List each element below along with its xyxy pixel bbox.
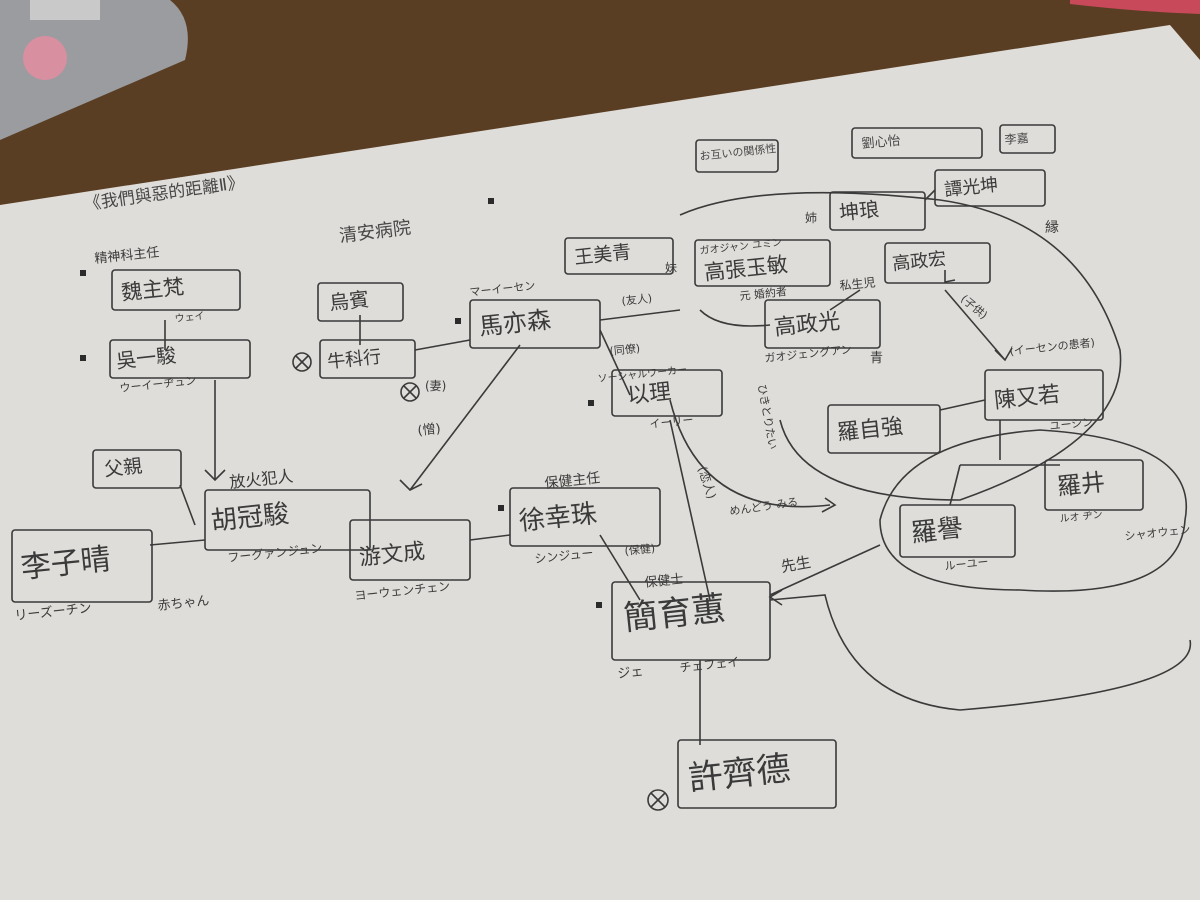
edge-line (944, 289, 1006, 361)
node-name-luojing: 羅井 (1056, 468, 1107, 501)
node-box-maying (469, 299, 601, 349)
edge-line (179, 484, 196, 526)
edge-label-youren: (友人) (621, 291, 653, 308)
node-box-lizi (11, 529, 153, 603)
node-box-liyili (611, 369, 723, 417)
deceased-marker (647, 789, 669, 811)
node-box-luojing (1044, 459, 1144, 511)
edge-label-jieshou: 元 婚約者 (739, 284, 788, 303)
edge-label-mei: 妹 (665, 261, 677, 275)
node-name-wushi: 烏賓 (328, 287, 370, 315)
bullet-mark (488, 198, 494, 204)
node-reading-luoyu: ルーユー (944, 555, 989, 573)
edge-line (669, 419, 711, 601)
edge-line (949, 464, 961, 506)
edge-label-chichan: 赤ちゃん (157, 594, 210, 614)
node-reading-liyili: イーリー (649, 413, 694, 431)
edge-label-jiejie: 姉 (805, 210, 817, 225)
edge-line (599, 329, 631, 396)
node-reading-luojing: ルオ ヂン (1059, 509, 1103, 525)
node-box-wushi (317, 282, 404, 322)
node-box-xuxinzhu (509, 487, 661, 547)
edge-label-tuo: (妻) (425, 379, 446, 393)
node-box-luoyu (899, 504, 1016, 558)
node-box-yuexiang (934, 169, 1046, 207)
node-box-niu (319, 339, 416, 379)
arrowhead (204, 469, 226, 482)
edge-label-tongshi: (同僚) (609, 342, 641, 358)
deceased-marker (400, 382, 420, 402)
node-box-jianyuhui (611, 581, 771, 661)
node-name-fuqin: 父親 (103, 455, 143, 481)
edge-line (769, 544, 881, 596)
arrowhead (399, 479, 423, 491)
node-box-youwencheng (349, 519, 471, 581)
bullet-mark (498, 505, 504, 511)
deceased-marker (292, 352, 312, 372)
towel (1070, 0, 1200, 14)
edge-line (409, 344, 521, 491)
edge-label-yuanfen: 縁 (1045, 220, 1059, 236)
node-reading-xuxinzhu: シンジュー (534, 546, 594, 566)
node-prefix-jianyuhui: ジェ (617, 664, 644, 682)
top-label-box (695, 139, 779, 173)
diagram (11, 124, 1192, 811)
deceased-marker-cross (295, 355, 309, 369)
node-reading-weishu: ウェイ (174, 310, 205, 325)
deceased-marker-cross (650, 792, 666, 808)
node-role-xuxinzhu: 保健主任 (544, 470, 601, 492)
top-block-right (999, 124, 1056, 154)
arrowhead (994, 347, 1013, 362)
edge-line (939, 399, 986, 411)
edge-line (669, 399, 831, 508)
node-name-kunjun: 坤琅 (838, 197, 880, 225)
group-outline-luo (879, 429, 1188, 592)
node-box-chenyouruo (984, 369, 1104, 421)
edge-label-baojianshi: 保健士 (644, 572, 684, 591)
laptop-corner (0, 0, 188, 140)
bullet-mark (596, 602, 602, 608)
node-box-luozi (827, 404, 941, 454)
top-block-left-label: 劉心怡 (861, 134, 901, 152)
edge-label-zeng: (憎) (417, 421, 442, 439)
edge-line (149, 539, 206, 546)
edge-line (469, 534, 511, 541)
node-box-wuyijun (109, 339, 251, 379)
edge-line (414, 339, 471, 351)
node-reading-jianyuhui: チェフェイ (679, 655, 740, 675)
node-name-liyili: 以理 (626, 380, 672, 409)
node-box-gaozhengsong (884, 242, 991, 284)
bullet-mark (80, 355, 86, 361)
node-box-gaozhengguang (764, 299, 881, 349)
bullet-mark (80, 270, 86, 276)
node-name-luoyu: 羅譽 (910, 514, 965, 549)
node-reading-chenyouruo: ユーシン (1049, 415, 1094, 433)
node-box-xuqide (677, 739, 837, 809)
edge-line (769, 594, 1192, 711)
arrowhead (821, 497, 837, 513)
edge-line (699, 309, 771, 327)
node-box-fuqin (92, 449, 182, 489)
top-block-left (851, 127, 983, 159)
laptop-sticker (30, 0, 100, 20)
bullet-marks (80, 198, 602, 608)
bullet-mark (588, 400, 594, 406)
edge-label-xiansheng: 先生 (780, 553, 813, 576)
top-block-right-label: 李嘉 (1004, 130, 1029, 147)
node-box-gaozhang (694, 239, 831, 287)
edge-label-baojianshi-paren: (保健) (624, 541, 656, 558)
node-box-kunjun (829, 191, 926, 231)
node-role-weishu: 精神科主任 (94, 245, 160, 267)
edge-line (599, 309, 681, 321)
bullet-mark (455, 318, 461, 324)
node-box-weishu (111, 269, 241, 311)
deceased-marker-cross (403, 385, 417, 399)
arrowhead (944, 270, 956, 283)
edge-label-qing: 青 (870, 351, 883, 366)
node-box-wangmei (564, 237, 674, 275)
edge-label-siyousheng: 私生児 (839, 275, 876, 293)
laptop-sticker-character (23, 36, 67, 80)
